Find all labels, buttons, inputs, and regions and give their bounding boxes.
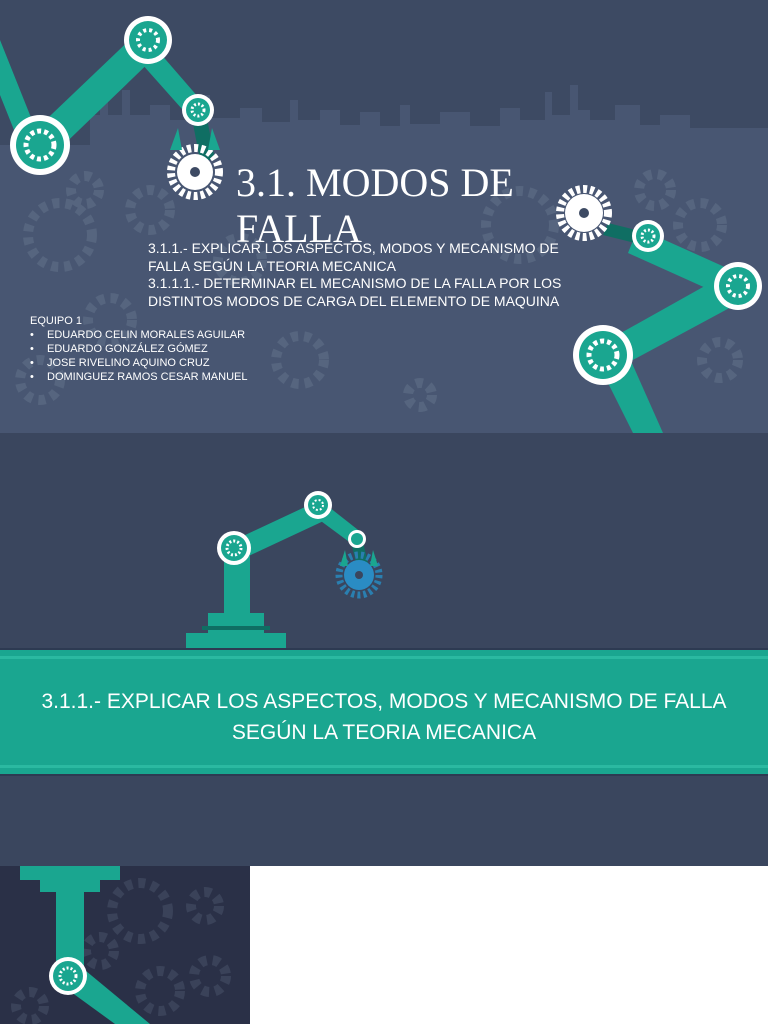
team-member: EDUARDO GONZÁLEZ GÓMEZ [30, 342, 247, 356]
team-heading: EQUIPO 1 [30, 315, 82, 327]
banner-text: 3.1.1.- EXPLICAR LOS ASPECTOS, MODOS Y M… [41, 690, 727, 744]
team-member: JOSE RIVELINO AQUINO CRUZ [30, 356, 247, 370]
robot-arm-top-left-icon [0, 16, 223, 200]
robot-arm-partial-icon [11, 866, 231, 1024]
team-block: EQUIPO 1 EDUARDO CELIN MORALES AGUILAR E… [30, 314, 247, 384]
slide-section: 3.1.1.- EXPLICAR LOS ASPECTOS, MODOS Y M… [0, 433, 768, 866]
team-member: DOMINGUEZ RAMOS CESAR MANUEL [30, 370, 247, 384]
robot-arm-right-icon [556, 185, 762, 433]
robot-arm-icon [186, 491, 383, 648]
subtitle-line: FALLA SEGÚN LA TEORIA MECANICA [148, 257, 396, 274]
slide-title-text: 3.1. MODOS DE FALLA [236, 160, 514, 251]
banner-stripe [0, 765, 768, 768]
slide-title: 3.1. MODOS DE FALLA 3.1.1.- EXPLICAR LOS… [0, 0, 768, 433]
slide-partial [0, 866, 250, 1024]
subtitle-block: 3.1.1.- EXPLICAR LOS ASPECTOS, MODOS Y M… [148, 240, 588, 310]
subtitle-line: DISTINTOS MODOS DE CARGA DEL ELEMENTO DE… [148, 292, 560, 309]
subtitle-line: 3.1.1.- EXPLICAR LOS ASPECTOS, MODOS Y M… [148, 240, 559, 256]
subtitle-line: 3.1.1.1.- DETERMINAR EL MECANISMO DE LA … [148, 275, 562, 291]
banner-stripe [0, 656, 768, 659]
team-list: EDUARDO CELIN MORALES AGUILAR EDUARDO GO… [30, 328, 247, 384]
section-banner: 3.1.1.- EXPLICAR LOS ASPECTOS, MODOS Y M… [0, 648, 768, 776]
team-member: EDUARDO CELIN MORALES AGUILAR [30, 328, 247, 342]
